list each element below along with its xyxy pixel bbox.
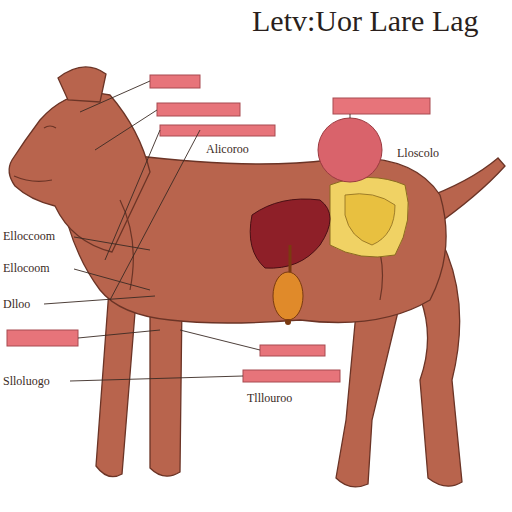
part-label: Ellocoom xyxy=(2,261,51,276)
gallbladder xyxy=(273,272,303,320)
empty-label-box xyxy=(150,75,200,88)
leader-line xyxy=(80,81,150,112)
eye xyxy=(44,126,56,128)
part-label: Alicoroo xyxy=(205,142,250,157)
part-label: Dlloo xyxy=(2,297,31,312)
empty-label-box xyxy=(243,370,340,382)
leader-line xyxy=(74,237,150,250)
mouth xyxy=(14,176,52,181)
part-label: Slloluogo xyxy=(2,374,51,389)
empty-label-box xyxy=(157,103,240,116)
leader-line xyxy=(74,269,150,290)
ear xyxy=(58,67,106,102)
leader-line xyxy=(44,296,155,304)
part-label: Lloscolo xyxy=(396,146,440,161)
empty-label-box xyxy=(7,330,78,346)
organ-circle xyxy=(318,118,382,182)
part-label: Elloccoom xyxy=(2,229,56,244)
leader-line xyxy=(105,130,160,260)
diagram-title: Letv:Uor Lare Lag xyxy=(252,4,479,38)
leader-line xyxy=(95,110,157,150)
stomach xyxy=(330,178,408,258)
organs xyxy=(250,118,408,325)
leader-line xyxy=(70,376,243,381)
intestine xyxy=(345,194,395,245)
leader-line xyxy=(180,330,260,350)
leader-line xyxy=(78,330,160,338)
label-boxes xyxy=(7,75,430,382)
empty-label-box xyxy=(333,98,430,114)
leader-line xyxy=(110,130,200,300)
dog-body xyxy=(9,67,505,487)
leader-lines xyxy=(44,81,350,381)
gallbladder-tip xyxy=(285,319,291,325)
duct xyxy=(289,245,292,272)
empty-label-box xyxy=(260,345,325,356)
empty-label-box xyxy=(160,125,275,136)
leader-line xyxy=(350,114,351,118)
part-label: Tlllouroo xyxy=(246,391,293,406)
